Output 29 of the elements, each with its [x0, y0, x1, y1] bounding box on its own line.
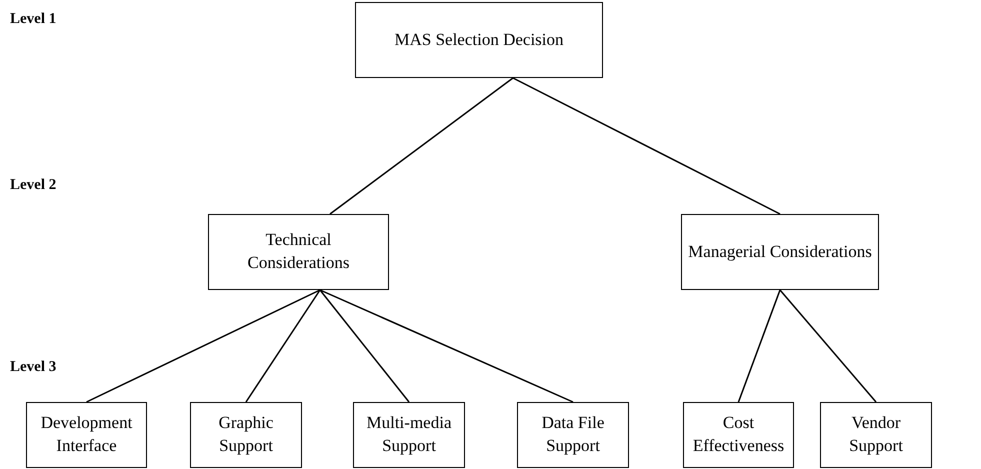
connector-line — [779, 290, 877, 402]
hierarchy-box — [190, 402, 302, 468]
connector-line — [320, 289, 574, 403]
box-text: Graphic Support — [218, 412, 274, 457]
hierarchy-box — [26, 402, 147, 468]
connector-line — [738, 290, 781, 402]
box-text: Managerial Considerations — [688, 240, 872, 263]
hierarchy-box — [517, 402, 629, 468]
hierarchy-box — [683, 402, 794, 468]
box-text: Technical Considerations — [246, 229, 350, 274]
box-text: Multi-media Support — [366, 412, 452, 457]
connector-line — [319, 290, 410, 402]
box-text: MAS Selection Decision — [394, 28, 564, 51]
hierarchy-box — [681, 214, 879, 290]
level-label: Level 3 — [10, 358, 56, 377]
box-text: Cost Effectiveness — [692, 412, 786, 457]
hierarchy-box — [355, 2, 603, 78]
hierarchy-box — [353, 402, 465, 468]
box-text: Data File Support — [540, 412, 606, 457]
hierarchy-box — [820, 402, 932, 468]
level-label: Level 1 — [10, 10, 56, 29]
level-label: Level 2 — [10, 176, 56, 195]
box-text: Vendor Support — [848, 412, 904, 457]
connector-line — [330, 77, 514, 215]
connector-line — [245, 290, 321, 402]
hierarchy-box — [208, 214, 389, 290]
connector-line — [86, 289, 320, 403]
box-text: Development Interface — [40, 412, 134, 457]
connector-line — [512, 77, 780, 215]
